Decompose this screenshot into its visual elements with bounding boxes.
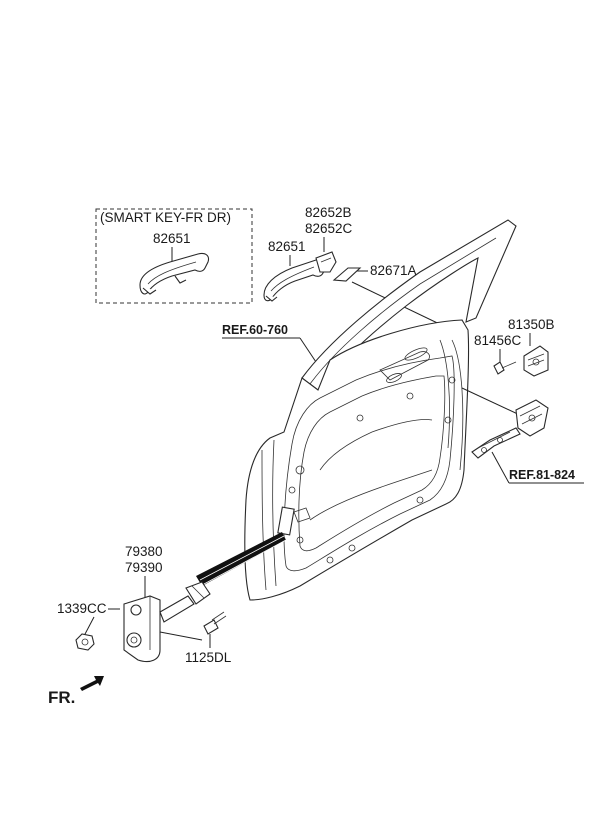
label-82651: 82651: [268, 239, 306, 254]
label-81350b: 81350B: [508, 317, 555, 332]
screw-81456c: [493, 361, 517, 375]
bolt-1125dl: [203, 611, 227, 635]
label-ref-60-760: REF.60-760: [222, 323, 288, 337]
door-latch-assembly: [471, 399, 549, 459]
smart-key-outside-handle: [139, 252, 210, 295]
leader-latch-to-door: [461, 387, 523, 417]
label-82652b: 82652B: [305, 205, 352, 220]
leader-1339cc: [83, 616, 95, 637]
check-leader-beam: [196, 532, 287, 586]
front-door-panel: [244, 219, 517, 601]
door-checker-assembly: [123, 581, 211, 663]
leader-1125dl-to-bracket: [159, 631, 203, 641]
smart-key-box: (SMART KEY-FR DR) 82651: [95, 208, 253, 304]
smart-key-box-title: (SMART KEY-FR DR): [100, 210, 231, 225]
label-79390: 79390: [125, 560, 163, 575]
label-81456c: 81456C: [474, 333, 522, 348]
label-79380: 79380: [125, 544, 163, 559]
label-82652c: 82652C: [305, 221, 353, 236]
arrow-down-right-icon: [80, 676, 104, 691]
label-82651-box: 82651: [153, 231, 191, 246]
handle-pad: [332, 267, 362, 282]
label-fr: FR.: [48, 688, 75, 707]
latch-cylinder-81350b: [523, 345, 549, 377]
leader-ref-60-760: [299, 337, 317, 363]
label-ref-81-824: REF.81-824: [509, 468, 575, 482]
nut-1339cc: [75, 633, 95, 651]
label-1339cc: 1339CC: [57, 601, 107, 616]
leader-ref-81-824: [491, 451, 510, 484]
label-82671a: 82671A: [370, 263, 417, 278]
smart-key-dashed-frame: [95, 208, 253, 304]
label-1125dl: 1125DL: [185, 650, 232, 665]
outside-handle: [263, 258, 328, 302]
handle-cover: [315, 251, 337, 273]
